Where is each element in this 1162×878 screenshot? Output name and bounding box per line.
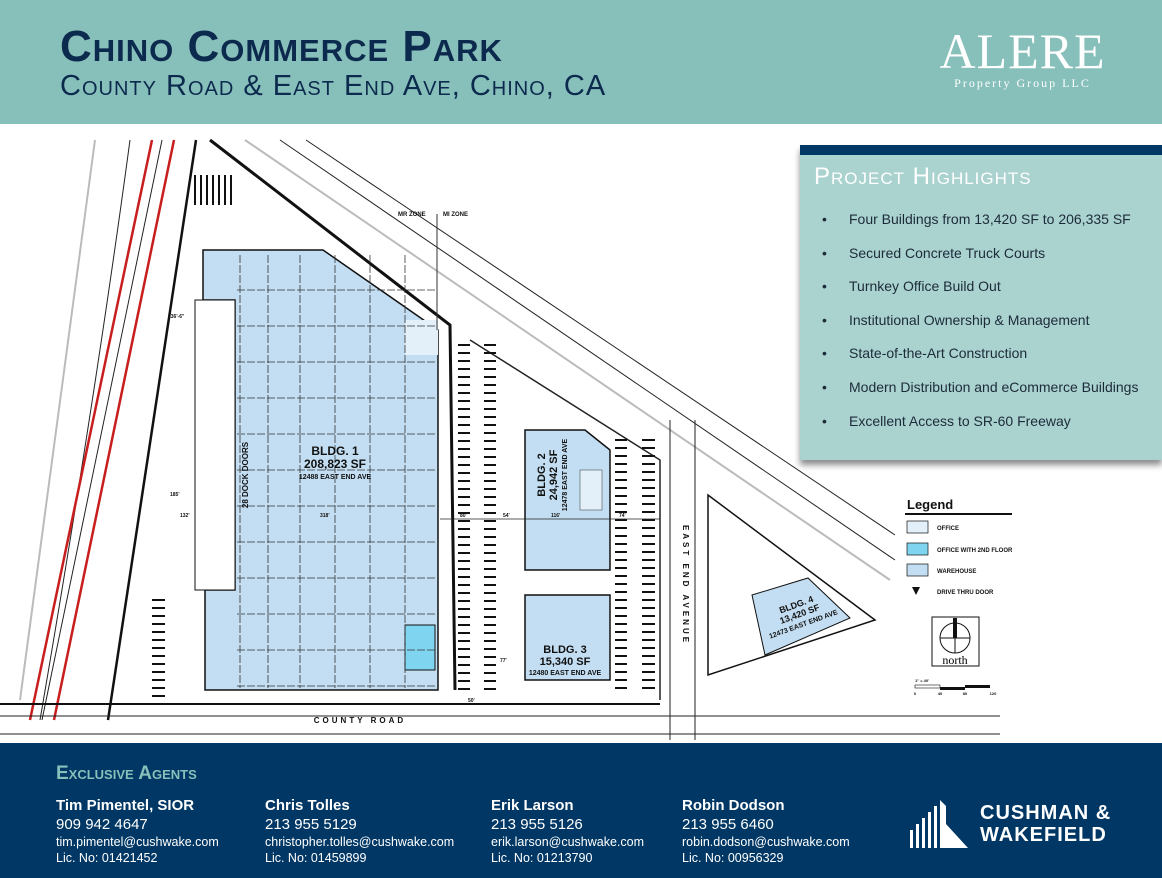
county-road <box>0 420 1000 740</box>
agent-license: Lic. No: 01421452 <box>56 851 158 865</box>
building-2[interactable]: BLDG. 2 24,942 SF 12478 EAST END AVE <box>524 429 611 571</box>
dimension-label: 136'-6" <box>168 314 185 320</box>
east-end-avenue-label: EAST END AVENUE <box>681 525 690 645</box>
agent-card: Robin Dodson 213 955 6460 robin.dodson@c… <box>682 797 850 867</box>
cushman-wakefield-logo: CUSHMAN &WAKEFIELD <box>910 800 1111 848</box>
building-3-address: 12480 EAST END AVE <box>529 670 602 677</box>
legend-office: OFFICE <box>937 526 959 532</box>
agent-license: Lic. No: 01459899 <box>265 851 367 865</box>
zone-label-mi: MI ZONE <box>443 212 468 218</box>
agent-card: Erik Larson 213 955 5126 erik.larson@cus… <box>491 797 644 867</box>
agent-email[interactable]: christopher.tolles@cushwake.com <box>265 835 455 849</box>
brand-line-1: CUSHMAN & <box>980 802 1112 824</box>
highlight-item: •Four Buildings from 13,420 SF to 206,33… <box>822 211 1131 227</box>
dock-doors-label: 28 DOCK DOORS <box>241 441 250 508</box>
brand-line-2: WAKEFIELD <box>980 824 1107 846</box>
building-1-area: 208,823 SF <box>304 457 366 471</box>
scale-label: 1" = 40' <box>915 678 929 683</box>
highlight-item: •Modern Distribution and eCommerce Build… <box>822 378 1139 395</box>
scale-bar: 1" = 40' 0 40 80 120 <box>914 678 997 696</box>
header-banner: Chino Commerce Park County Road & East E… <box>0 0 1162 124</box>
dimension-label: 80' <box>460 513 467 519</box>
agent-name: Robin Dodson <box>682 797 785 814</box>
legend-title: Legend <box>907 497 953 512</box>
agent-email[interactable]: tim.pimentel@cushwake.com <box>56 835 219 849</box>
building-1-label: BLDG. 1 <box>311 444 359 458</box>
highlight-item: •Secured Concrete Truck Courts <box>822 244 1046 261</box>
county-road-label: COUNTY ROAD <box>314 716 406 725</box>
highlight-item: •Turnkey Office Build Out <box>822 278 1001 295</box>
office-2nd-floor <box>404 624 436 671</box>
west-road <box>19 139 198 721</box>
logo-name: ALERE <box>939 23 1106 79</box>
footer-agents: Exclusive Agents Tim Pimentel, SIOR 909 … <box>0 743 1162 878</box>
logo-tagline: Property Group LLC <box>954 76 1091 90</box>
page-subtitle: County Road & East End Ave, Chino, CA <box>60 70 607 102</box>
building-3-label: BLDG. 3 <box>543 644 586 656</box>
agent-email[interactable]: erik.larson@cushwake.com <box>491 835 645 849</box>
svg-text:80: 80 <box>963 691 968 696</box>
building-2-address: 12478 EAST END AVE <box>562 438 569 511</box>
panel-top-bar <box>800 145 1162 155</box>
page-title: Chino Commerce Park <box>60 22 503 71</box>
dimension-label: 185' <box>170 492 180 498</box>
highlights-list: •Four Buildings from 13,420 SF to 206,33… <box>822 211 1138 446</box>
dimension-label: 132' <box>180 513 190 519</box>
agent-email[interactable]: robin.dodson@cushwake.com <box>682 835 850 849</box>
dimension-label: 77' <box>500 658 507 664</box>
agent-license: Lic. No: 00956329 <box>682 851 784 865</box>
dimension-label: 50' <box>468 698 475 704</box>
dimension-label: 318' <box>320 513 330 519</box>
agent-name: Chris Tolles <box>265 797 350 814</box>
agent-name: Erik Larson <box>491 797 574 814</box>
agent-phone[interactable]: 909 942 4647 <box>56 816 148 833</box>
parking-stalls <box>152 175 655 697</box>
agent-card: Chris Tolles 213 955 5129 christopher.to… <box>265 797 454 867</box>
project-highlights-panel: Project Highlights •Four Buildings from … <box>800 145 1162 460</box>
legend-drive-thru: DRIVE THRU DOOR <box>937 590 994 596</box>
highlight-item: •State-of-the-Art Construction <box>822 345 1028 362</box>
highlights-title: Project Highlights <box>814 163 1032 190</box>
building-1-address: 12488 EAST END AVE <box>299 474 372 481</box>
agent-license: Lic. No: 01213790 <box>491 851 593 865</box>
alere-logo: ALERE Property Group LLC <box>930 26 1115 91</box>
site-plan: BLDG. 1 208,823 SF 12488 EAST END AVE 28… <box>0 138 1013 740</box>
zone-label-mr: MR ZONE <box>398 212 426 218</box>
highlight-item: •Excellent Access to SR-60 Freeway <box>822 412 1071 429</box>
agent-phone[interactable]: 213 955 6460 <box>682 816 774 833</box>
dimension-label: 54' <box>503 513 510 519</box>
legend-office-2nd: OFFICE WITH 2ND FLOOR <box>937 548 1013 554</box>
dimension-label: 116' <box>551 513 560 519</box>
triangle-down-icon <box>912 587 920 595</box>
svg-text:40: 40 <box>938 691 943 696</box>
building-1[interactable]: BLDG. 1 208,823 SF 12488 EAST END AVE 28… <box>194 249 439 691</box>
svg-text:120: 120 <box>990 691 997 696</box>
building-2-area: 24,942 SF <box>548 449 560 500</box>
agents-title: Exclusive Agents <box>56 763 197 784</box>
office-area <box>405 320 438 355</box>
dimension-label: 74' <box>619 513 626 519</box>
north-arrow: north <box>931 616 980 667</box>
building-3[interactable]: BLDG. 3 15,340 SF 12480 EAST END AVE <box>524 594 611 681</box>
legend-warehouse: WAREHOUSE <box>937 569 976 575</box>
building-2-label: BLDG. 2 <box>536 453 548 496</box>
svg-text:0: 0 <box>914 691 917 696</box>
agent-phone[interactable]: 213 955 5126 <box>491 816 583 833</box>
north-label: north <box>942 653 967 667</box>
railroad-corridor <box>209 138 896 700</box>
agent-card: Tim Pimentel, SIOR 909 942 4647 tim.pime… <box>56 797 219 867</box>
agent-phone[interactable]: 213 955 5129 <box>265 816 357 833</box>
highlight-item: •Institutional Ownership & Management <box>822 311 1090 328</box>
building-4[interactable]: BLDG. 4 13,420 SF 12473 EAST END AVE <box>707 493 877 677</box>
building-3-area: 15,340 SF <box>540 656 591 668</box>
legend: Legend OFFICE OFFICE WITH 2ND FLOOR WARE… <box>905 497 1013 596</box>
agent-name: Tim Pimentel, SIOR <box>56 797 195 814</box>
buildings-icon <box>910 800 968 848</box>
